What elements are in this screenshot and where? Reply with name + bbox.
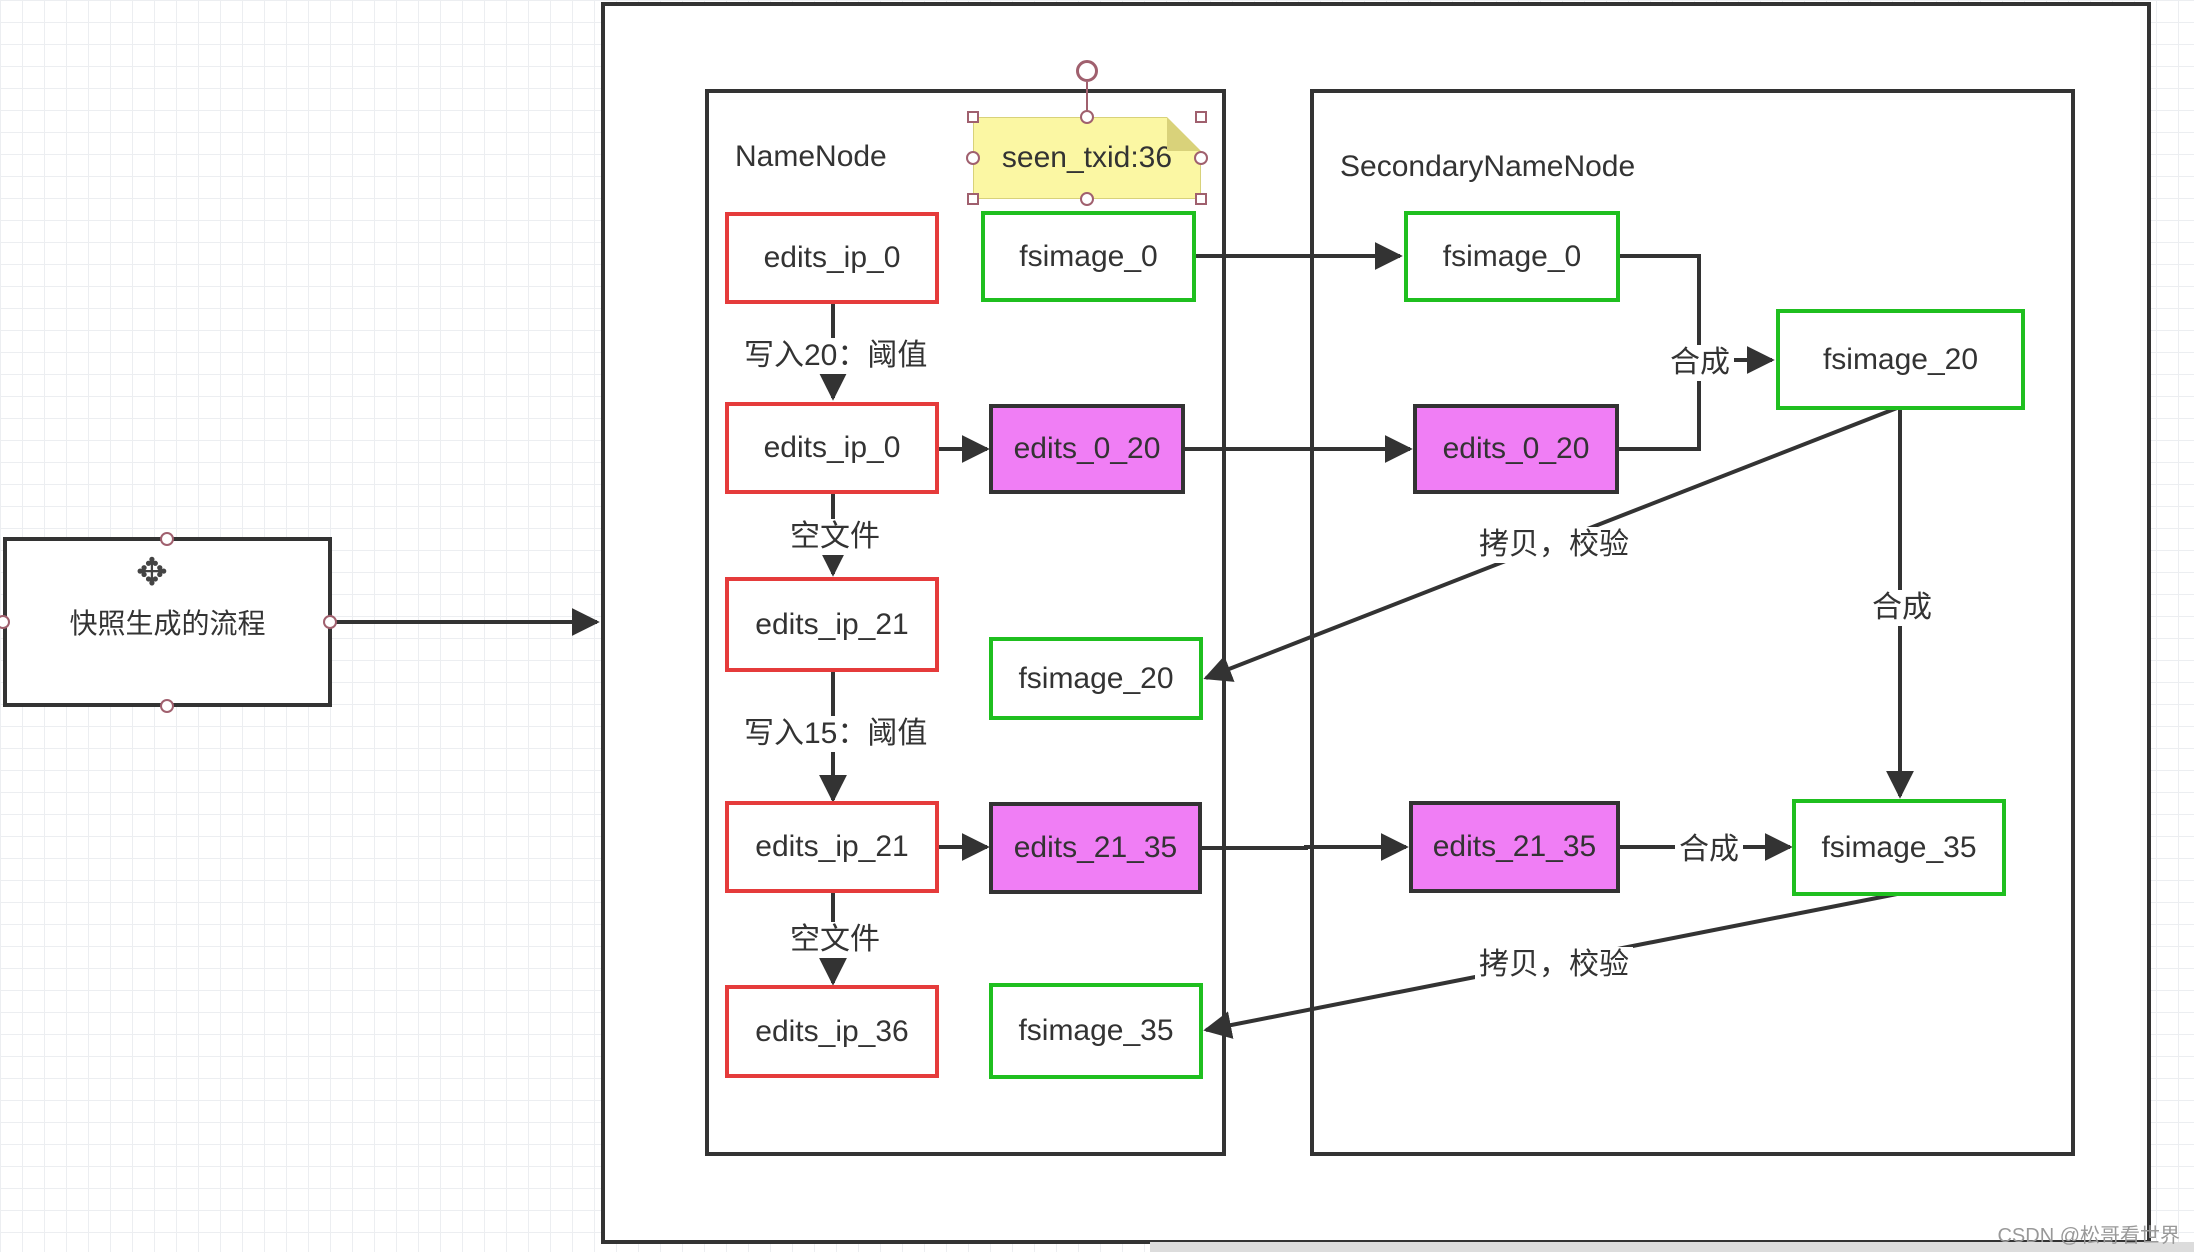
label-empty-file-2: 空文件 — [786, 922, 884, 958]
label-merge-3: 合成 — [1675, 832, 1743, 868]
label-write-15: 写入15：阈值 — [740, 716, 932, 752]
note-handle-top[interactable] — [1080, 110, 1094, 124]
node-label: edits_ip_0 — [763, 431, 901, 464]
start-process-label: 快照生成的流程 — [69, 608, 266, 639]
label-copy-verify-1: 拷贝，校验 — [1475, 527, 1633, 563]
label-write-20: 写入20：阈值 — [740, 338, 932, 374]
node-fsimage-20[interactable]: fsimage_20 — [989, 637, 1203, 720]
node-label: fsimage_35 — [1018, 1014, 1174, 1047]
arrow-edits-21-35-transfer — [1202, 833, 1409, 861]
node-label: edits_0_20 — [1013, 432, 1161, 465]
label-merge-1: 合成 — [1666, 345, 1734, 381]
start-handle-bottom[interactable] — [160, 699, 174, 713]
node-edits-ip-0-first[interactable]: edits_ip_0 — [725, 212, 939, 304]
node-label: fsimage_20 — [1018, 661, 1174, 695]
namenode-panel[interactable] — [705, 89, 1226, 1156]
start-handle-top[interactable] — [160, 532, 174, 546]
start-process-box[interactable]: 快照生成的流程 — [3, 537, 332, 707]
label-merge-2: 合成 — [1868, 590, 1936, 626]
secondary-namenode-panel[interactable] — [1310, 89, 2075, 1156]
note-handle-tr[interactable] — [1195, 111, 1207, 123]
node-label: edits_21_35 — [1432, 830, 1597, 863]
secondary-node-fsimage-0[interactable]: fsimage_0 — [1404, 211, 1620, 302]
note-handle-tl[interactable] — [967, 111, 979, 123]
note-handle-left[interactable] — [966, 151, 980, 165]
note-handle-bottom[interactable] — [1080, 192, 1094, 206]
start-handle-right[interactable] — [323, 615, 337, 629]
node-edits-0-20[interactable]: edits_0_20 — [989, 404, 1185, 494]
node-fsimage-0[interactable]: fsimage_0 — [981, 211, 1196, 302]
node-label: fsimage_20 — [1822, 342, 1979, 376]
seen-txid-label: seen_txid:36 — [1001, 141, 1173, 174]
label-empty-file-1: 空文件 — [786, 519, 884, 555]
label-copy-verify-2: 拷贝，校验 — [1475, 947, 1633, 983]
node-label: fsimage_0 — [1442, 239, 1582, 273]
note-handle-br[interactable] — [1195, 193, 1207, 205]
node-label: edits_ip_21 — [755, 607, 909, 641]
node-label: fsimage_35 — [1821, 830, 1977, 864]
rotate-handle[interactable] — [1076, 60, 1098, 82]
secondary-node-fsimage-35[interactable]: fsimage_35 — [1792, 799, 2006, 896]
node-edits-21-35[interactable]: edits_21_35 — [989, 802, 1202, 894]
horizontal-scrollbar[interactable] — [1150, 1242, 2194, 1252]
node-label: edits_ip_0 — [763, 241, 901, 274]
secondary-node-edits-21-35[interactable]: edits_21_35 — [1409, 801, 1620, 893]
node-edits-ip-0-second[interactable]: edits_ip_0 — [725, 402, 939, 494]
node-label: edits_ip_21 — [755, 830, 909, 863]
start-handle-left[interactable] — [0, 615, 10, 629]
node-fsimage-35[interactable]: fsimage_35 — [989, 983, 1203, 1079]
note-handle-bl[interactable] — [967, 193, 979, 205]
node-label: edits_0_20 — [1442, 432, 1590, 465]
seen-txid-note[interactable]: seen_txid:36 — [973, 117, 1201, 199]
node-label: edits_ip_36 — [755, 1014, 909, 1048]
node-edits-ip-21-second[interactable]: edits_ip_21 — [725, 801, 939, 893]
watermark: CSDN @松哥看世界 — [1997, 1225, 2180, 1247]
rotate-handle-stem — [1086, 82, 1088, 117]
secondary-node-edits-0-20[interactable]: edits_0_20 — [1413, 404, 1619, 494]
move-icon[interactable]: ✥ — [136, 552, 168, 594]
secondary-node-fsimage-20[interactable]: fsimage_20 — [1776, 309, 2025, 410]
secondary-namenode-title: SecondaryNameNode — [1340, 150, 1636, 183]
namenode-title: NameNode — [735, 140, 887, 173]
node-edits-ip-36[interactable]: edits_ip_36 — [725, 985, 939, 1078]
note-handle-right[interactable] — [1194, 151, 1208, 165]
node-label: edits_21_35 — [1013, 831, 1178, 864]
node-edits-ip-21-first[interactable]: edits_ip_21 — [725, 577, 939, 672]
node-label: fsimage_0 — [1019, 239, 1158, 273]
